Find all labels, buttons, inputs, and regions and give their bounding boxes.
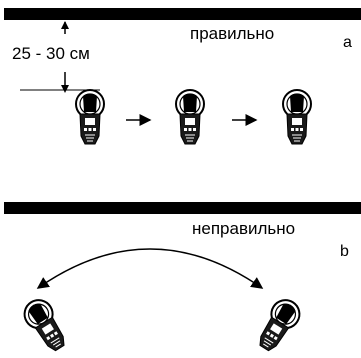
- panel-b: [4, 202, 361, 357]
- meter-b-right: [251, 293, 306, 357]
- meter-b-left: [18, 293, 73, 357]
- incorrect-caption: неправильно: [192, 219, 296, 238]
- meter-a-left: [75, 89, 105, 145]
- meter-a-right: [282, 89, 312, 145]
- correct-caption: правильно: [190, 24, 275, 43]
- panel-b-letter: b: [340, 243, 349, 260]
- panel-a-letter: a: [343, 34, 352, 51]
- surface-bar-a: [4, 8, 361, 20]
- surface-bar-b: [4, 202, 361, 214]
- double-headed-curved-arrow-icon: [36, 248, 264, 289]
- panel-a: [4, 8, 361, 145]
- meter-a-middle: [175, 89, 205, 145]
- distance-label: 25 - 30 см: [12, 44, 90, 63]
